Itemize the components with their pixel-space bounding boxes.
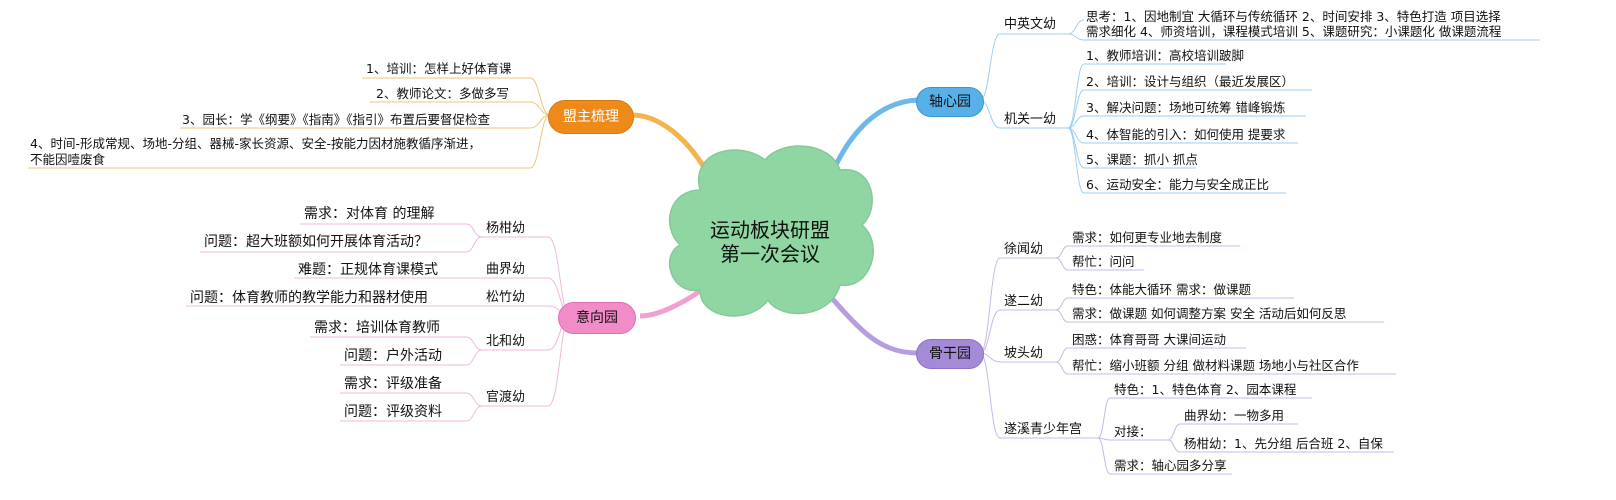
qujie-item-1[interactable]: 难题：正规体育课模式 — [298, 262, 438, 278]
jiguan-item-1[interactable]: 1、教师培训：高校培训跛脚 — [1086, 48, 1244, 63]
node-yixiang-label: 意向园 — [576, 310, 618, 326]
qujie-label[interactable]: 曲界幼 — [486, 262, 526, 277]
center-title: 运动板块研盟 第一次会议 — [690, 218, 850, 266]
songzhu-item-1[interactable]: 问题：体育教师的教学能力和器材使用 — [190, 290, 428, 306]
suier-label[interactable]: 遂二幼 — [1004, 294, 1044, 309]
mengzhu-item-1[interactable]: 1、培训：怎样上好体育课 — [366, 61, 512, 76]
zhongying-line-2: 需求细化 4、师资培训，课程模式培训 5、课题研究：小课题化 做课题流程 — [1086, 24, 1502, 39]
jiguan-label[interactable]: 机关一幼 — [1004, 112, 1057, 127]
mengzhu-item-3[interactable]: 3、园长：学《纲要》《指南》《指引》布置后要督促检查 — [182, 112, 490, 127]
node-zhouxin[interactable]: 轴心园 — [916, 87, 984, 117]
xuwen-item-2[interactable]: 帮忙：问问 — [1072, 254, 1135, 269]
node-mengzhu-label: 盟主梳理 — [563, 109, 619, 125]
center-cloud — [669, 145, 874, 317]
branch-orange — [631, 112, 713, 180]
xuwen-item-1[interactable]: 需求：如何更专业地去制度 — [1072, 230, 1223, 245]
potou-item-1[interactable]: 困惑：体育哥哥 大课间运动 — [1072, 332, 1226, 347]
node-gugan-label: 骨干园 — [929, 346, 971, 362]
guandu-label[interactable]: 官渡幼 — [486, 390, 526, 405]
node-zhouxin-label: 轴心园 — [929, 94, 971, 110]
suixi-duijie-label[interactable]: 对接： — [1114, 424, 1152, 439]
mengzhu-item-4-cont: 不能因噎废食 — [30, 152, 106, 167]
node-mengzhu[interactable]: 盟主梳理 — [548, 100, 634, 134]
suier-item-2[interactable]: 需求：做课题 如何调整方案 安全 活动后如何反思 — [1072, 306, 1347, 321]
suixi-tese[interactable]: 特色：1、特色体育 2、园本课程 — [1114, 382, 1297, 397]
branch-purple — [828, 294, 918, 356]
zhongying-label[interactable]: 中英文幼 — [1004, 17, 1057, 32]
jiguan-item-4[interactable]: 4、体智能的引入：如何使用 提要求 — [1086, 127, 1286, 142]
orange-connectors — [28, 77, 551, 169]
yangqian-item-1[interactable]: 需求：对体育 的理解 — [304, 206, 435, 222]
suixi-duijie-item-2[interactable]: 杨柑幼：1、先分组 后合班 2、自保 — [1184, 436, 1383, 451]
suixi-label[interactable]: 遂溪青少年宫 — [1004, 422, 1083, 437]
mengzhu-item-4[interactable]: 4、时间-形成常规、场地-分组、器械-家长资源、安全-按能力因材施教循序渐进， — [30, 136, 481, 151]
beihe-item-1[interactable]: 需求：培训体育教师 — [314, 320, 440, 336]
suier-item-1[interactable]: 特色：体能大循环 需求：做课题 — [1072, 282, 1251, 297]
guandu-item-1[interactable]: 需求：评级准备 — [344, 376, 442, 392]
yangqian-item-2[interactable]: 问题：超大班额如何开展体育活动？ — [204, 234, 428, 250]
jiguan-item-6[interactable]: 6、运动安全：能力与安全成正比 — [1086, 177, 1269, 192]
beihe-item-2[interactable]: 问题：户外活动 — [344, 348, 442, 364]
jiguan-item-3[interactable]: 3、解决问题：场地可统筹 错峰锻炼 — [1086, 100, 1286, 115]
potou-item-2[interactable]: 帮忙：缩小班额 分组 做材料课题 场地小与社区合作 — [1072, 358, 1359, 373]
mengzhu-item-2[interactable]: 2、教师论文：多做多写 — [376, 86, 509, 101]
yangqian-label[interactable]: 杨柑幼 — [486, 221, 526, 236]
beihe-label[interactable]: 北和幼 — [486, 334, 526, 349]
zhongying-line-1: 思考：1、因地制宜 大循环与传统循环 2、时间安排 3、特色打造 项目选择 — [1086, 9, 1501, 24]
guandu-item-2[interactable]: 问题：评级资料 — [344, 404, 442, 420]
blue-connectors — [979, 19, 1540, 194]
center-title-line2: 第一次会议 — [720, 242, 820, 266]
potou-label[interactable]: 坡头幼 — [1004, 346, 1044, 361]
songzhu-label[interactable]: 松竹幼 — [486, 290, 526, 305]
suixi-duijie-item-1[interactable]: 曲界幼：一物多用 — [1184, 408, 1285, 423]
suixi-xuqiu[interactable]: 需求：轴心园多分享 — [1114, 458, 1227, 473]
pink-connectors — [186, 223, 571, 422]
xuwen-label[interactable]: 徐闻幼 — [1004, 242, 1044, 257]
jiguan-item-2[interactable]: 2、培训：设计与组织（最近发展区） — [1086, 74, 1294, 89]
node-yixiang[interactable]: 意向园 — [558, 302, 636, 334]
center-title-line1: 运动板块研盟 — [710, 218, 830, 242]
jiguan-item-5[interactable]: 5、课题：抓小 抓点 — [1086, 152, 1198, 167]
node-gugan[interactable]: 骨干园 — [916, 339, 984, 369]
branch-blue — [827, 97, 918, 179]
